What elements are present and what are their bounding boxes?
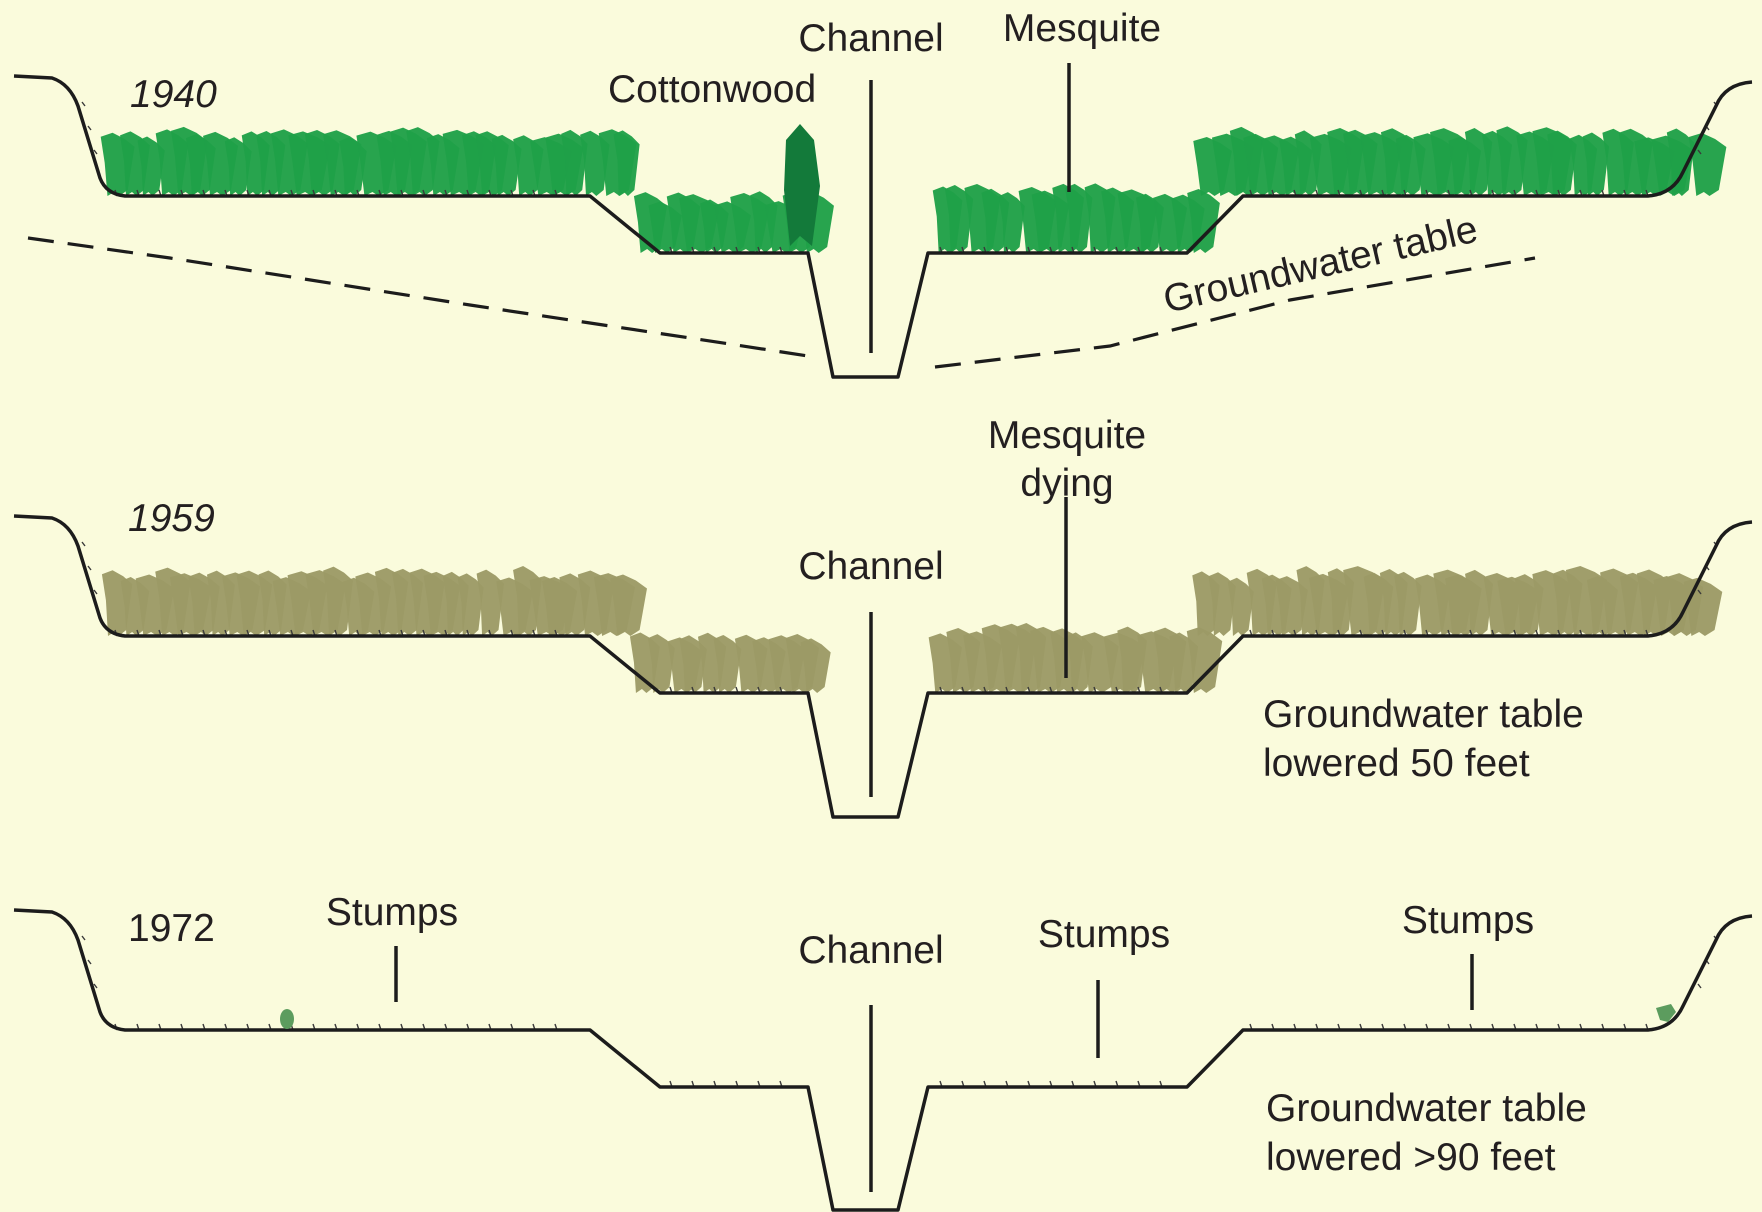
trees-1940 <box>101 124 1727 253</box>
stump-mark <box>88 960 91 964</box>
stumps-label-right: Stumps <box>1402 899 1534 942</box>
groundwater-lowered-label-2: lowered >90 feet <box>1266 1136 1556 1179</box>
stump-mark <box>1698 984 1701 988</box>
channel-label: Channel <box>798 17 943 60</box>
panel-1959: 1959 Channel Mesquite dying Groundwater … <box>14 414 1752 817</box>
ground-profile-1940 <box>14 76 1752 377</box>
channel-label: Channel <box>798 929 943 972</box>
mesquite-label: Mesquite <box>1003 7 1161 50</box>
stump-mark <box>94 590 97 594</box>
stumps-label-left: Stumps <box>326 891 458 934</box>
stump-mark <box>82 542 85 546</box>
cottonwood-label: Cottonwood <box>608 68 816 111</box>
year-label: 1959 <box>128 497 215 540</box>
groundwater-lowered-label: Groundwater table <box>1266 1087 1587 1130</box>
mesquite-dying-label-2: dying <box>1020 462 1113 505</box>
channel-label: Channel <box>798 545 943 588</box>
mesquite-dying-label: Mesquite <box>988 414 1146 457</box>
stump-mark <box>82 102 85 106</box>
panel-1940: 1940 Channel Cottonwood Mesquite Groundw… <box>14 7 1752 377</box>
groundwater-lowered-label-2: lowered 50 feet <box>1263 742 1530 785</box>
stump-mark <box>88 566 91 570</box>
stumps-label-middle: Stumps <box>1038 913 1170 956</box>
year-label: 1940 <box>130 73 217 116</box>
panel-1972: 1972 Channel Stumps Stumps Stumps Ground… <box>14 891 1752 1210</box>
tree-canopy <box>1689 133 1727 196</box>
year-label: 1972 <box>128 907 215 950</box>
groundwater-lowered-label: Groundwater table <box>1263 693 1584 736</box>
stump-mark <box>94 150 97 154</box>
stump-mark <box>88 126 91 130</box>
stump-mark <box>94 984 97 988</box>
stump-mark <box>82 936 85 940</box>
small-shrub <box>280 1009 294 1029</box>
